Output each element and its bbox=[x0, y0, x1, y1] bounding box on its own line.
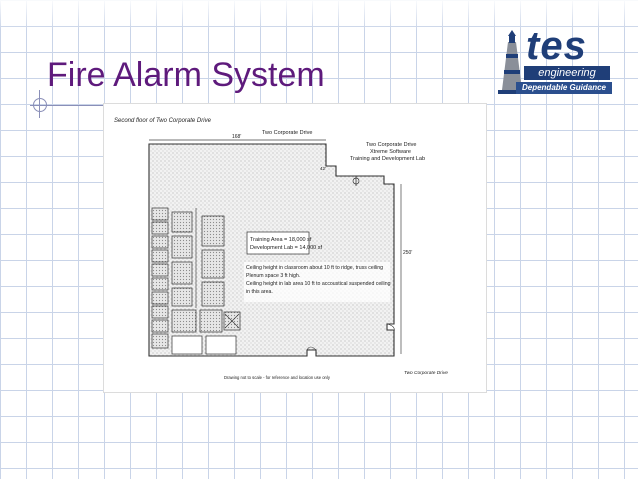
svg-text:42': 42' bbox=[320, 166, 326, 171]
plan-header-left: Second floor of Two Corporate Drive bbox=[114, 118, 212, 124]
plan-area-line-2: Development Lab = 14,000 sf bbox=[250, 245, 322, 251]
plan-building-line-2: Xtreme Software bbox=[370, 149, 411, 155]
plan-footer-right: Two Corporate Drive bbox=[404, 370, 448, 376]
plan-note-4: in this area. bbox=[246, 289, 273, 295]
logo-sub-text: engineering bbox=[524, 66, 610, 80]
lighthouse-icon bbox=[498, 30, 526, 94]
logo-tagline: Dependable Guidance bbox=[516, 82, 612, 94]
plan-note-1: Ceiling height in classroom about 10 ft … bbox=[246, 265, 383, 271]
top-fade bbox=[0, 0, 638, 30]
plan-area-line-1: Training Area = 18,000 sf bbox=[250, 237, 312, 243]
plan-dim-side: 250' bbox=[403, 250, 412, 256]
north-arrow-icon bbox=[352, 176, 360, 186]
plan-note-3: Ceiling height in lab area 10 ft to acco… bbox=[246, 281, 391, 287]
plan-building-line-3: Training and Development Lab bbox=[350, 156, 425, 162]
floor-plan-image: Second floor of Two Corporate Drive Two … bbox=[103, 103, 487, 393]
plan-footer-center: Drawing not to scale - for reference and… bbox=[224, 375, 331, 380]
plan-dim-top: 168' bbox=[232, 134, 241, 140]
plan-building-line-1: Two Corporate Drive bbox=[366, 142, 416, 148]
slide-title: Fire Alarm System bbox=[47, 56, 325, 94]
plan-note-2: Plenum space 3 ft high. bbox=[246, 273, 300, 279]
plan-street-label: Two Corporate Drive bbox=[262, 130, 312, 136]
company-logo: tes engineering Dependable Guidance bbox=[488, 24, 614, 98]
logo-brand-text: tes bbox=[526, 24, 587, 68]
